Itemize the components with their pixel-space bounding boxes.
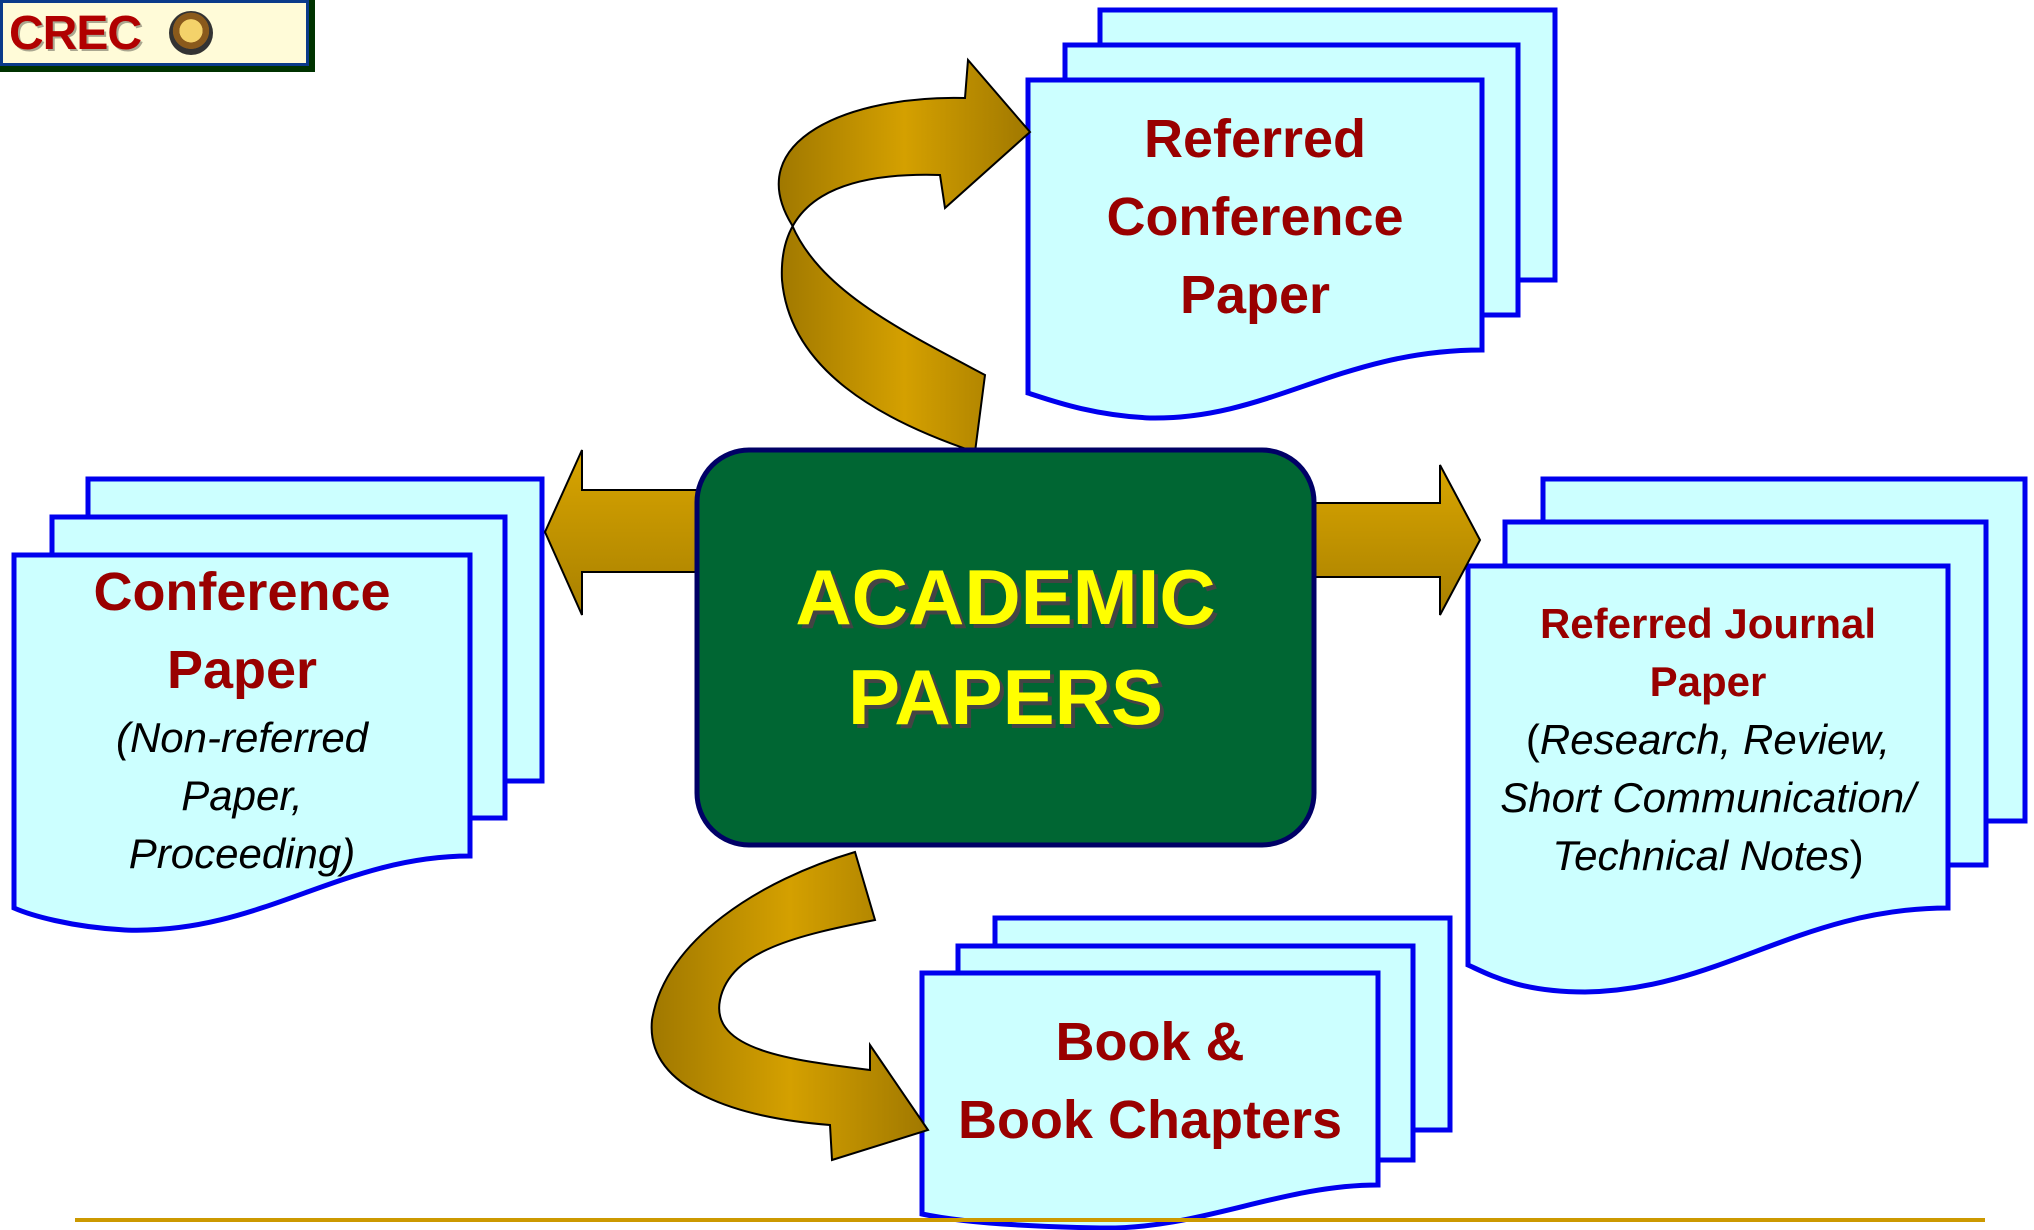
label-paren-close: ): [1849, 832, 1864, 879]
center-line-1: ACADEMIC: [795, 553, 1216, 641]
book-paper-stack: [919, 915, 1453, 1230]
label-sub-2: Paper,: [181, 772, 303, 819]
label-line-2: Conference: [1106, 187, 1404, 247]
center-label: ACADEMIC PAPERS: [697, 547, 1314, 747]
curved-arrow-up-icon: [777, 57, 1032, 454]
book-label: Book & Book Chapters: [922, 1003, 1378, 1159]
label-line-2: Paper: [166, 640, 318, 700]
label-line-2: Book Chapters: [957, 1090, 1343, 1150]
crec-logo: CREC: [0, 0, 315, 72]
conference-label: Conference Paper (Non-referred Paper, Pr…: [14, 553, 470, 883]
arrow-right-icon: [1309, 464, 1482, 616]
center-line-2: PAPERS: [848, 653, 1163, 741]
arrow-left-icon: [543, 449, 701, 616]
university-seal-icon: [169, 11, 214, 55]
label-paren-open: (: [1525, 716, 1540, 763]
label-line-1: Referred Journal: [1539, 600, 1877, 647]
logo-text: CREC: [9, 6, 142, 60]
referred-journal-label: Referred Journal Paper (Research, Review…: [1468, 595, 1948, 885]
paper-sheet-front: [1025, 77, 1485, 421]
curved-arrow-down-icon: [650, 850, 930, 1162]
referred-journal-paper-stack: [1465, 476, 2028, 995]
label-line-1: Book &: [1055, 1012, 1245, 1072]
label-line-3: Paper: [1179, 265, 1331, 325]
paper-sheet-front: [1465, 563, 1951, 995]
label-sub-2: Short Communication/: [1500, 774, 1916, 821]
label-sub-1: Research, Review,: [1539, 716, 1891, 763]
referred-conference-paper-stack: [1025, 7, 1558, 421]
label-line-1: Conference: [93, 562, 391, 622]
paper-sheet-front: [11, 552, 473, 933]
label-sub-3: Proceeding): [128, 830, 356, 877]
referred-conference-label: Referred Conference Paper: [1028, 100, 1482, 334]
label-sub-1: (Non-referred: [115, 714, 369, 761]
conference-paper-stack: [11, 476, 545, 933]
label-sub-3: Technical Notes: [1552, 832, 1850, 879]
label-line-2: Paper: [1649, 658, 1767, 705]
label-line-1: Referred: [1143, 109, 1367, 169]
center-box: [694, 447, 1317, 848]
